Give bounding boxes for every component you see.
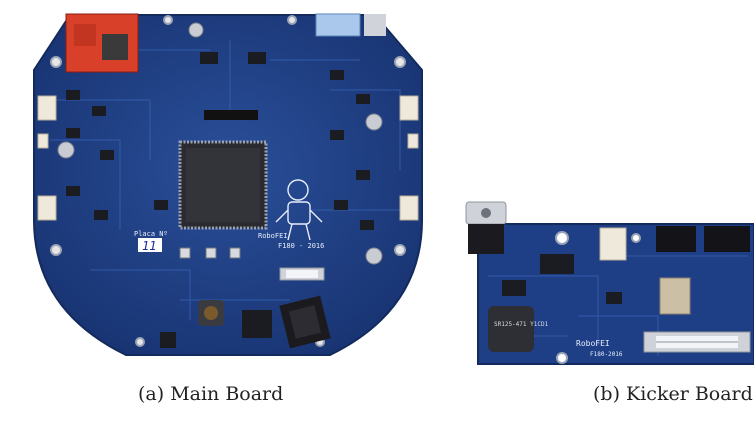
fuse	[279, 267, 325, 281]
kicker-inductor: SR125-471 Y1CD1	[488, 306, 549, 352]
main-board-photo: RoboFEI F180 - 2016 Placa Nº 11	[30, 10, 426, 362]
dip-switch	[315, 13, 361, 37]
plate-label-silkscreen: Placa Nº	[134, 230, 168, 238]
caption-kicker-board: (b) Kicker Board	[593, 383, 753, 405]
mascot-silkscreen	[275, 179, 323, 241]
kicker-board-photo: SR125-471 Y1CD1 RoboFEI F180-2016	[458, 196, 754, 366]
caption-main-board: (a) Main Board	[138, 383, 284, 405]
kicker-fuse	[643, 331, 751, 353]
main-mcu-chip	[178, 140, 268, 230]
power-switch	[279, 295, 331, 349]
plate-number: 11	[142, 239, 156, 253]
svg-text:SR125-471 Y1CD1: SR125-471 Y1CD1	[494, 321, 549, 328]
kicker-logo-silkscreen: RoboFEI	[576, 339, 610, 348]
kicker-connector	[599, 227, 627, 261]
radio-module	[65, 13, 139, 73]
kicker-model-silkscreen: F180-2016	[590, 351, 623, 358]
model-silkscreen: F180 - 2016	[278, 242, 324, 250]
power-transistor	[465, 201, 507, 254]
logo-silkscreen: RoboFEI	[258, 232, 288, 240]
